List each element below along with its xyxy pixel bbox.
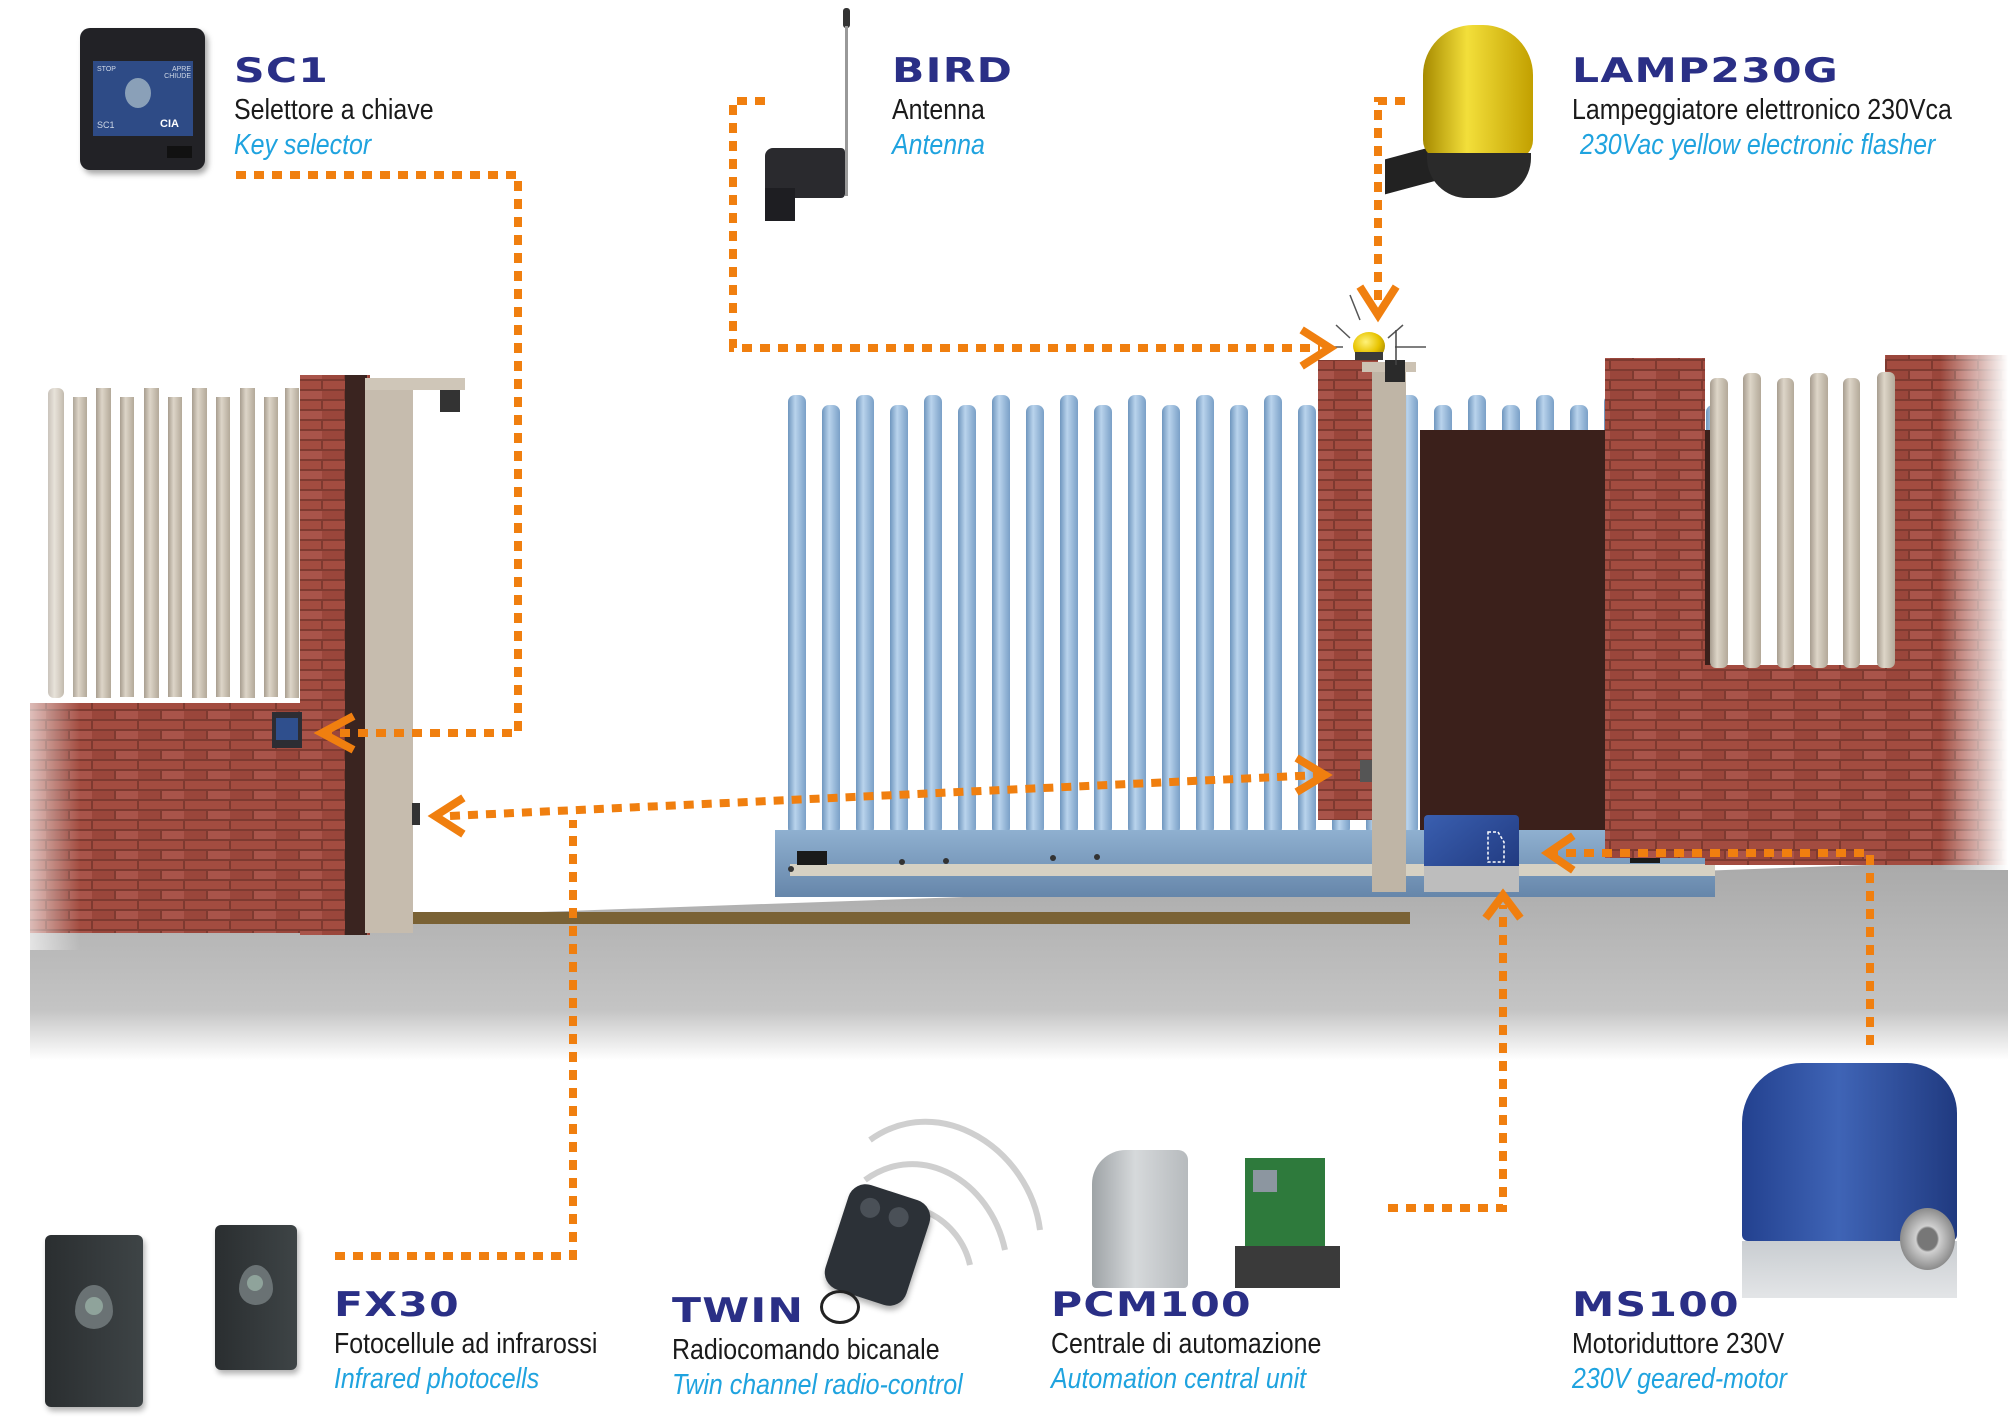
component-pcm100: PCM100 Centrale di automazione Automatio…	[1051, 1288, 1365, 1394]
gate-bar	[1298, 405, 1316, 835]
device-label-stop: STOP	[97, 66, 116, 73]
model-name: PCM100	[1051, 1285, 1252, 1325]
italian-name: Fotocellule ad infrarossi	[334, 1328, 598, 1360]
model-name: SC1	[234, 51, 330, 91]
english-name: Twin channel radio-control	[672, 1369, 963, 1401]
motor-on-rail	[1424, 815, 1519, 892]
italian-name: Selettore a chiave	[234, 94, 434, 126]
component-ms100: MS100 Motoriduttore 230V 230V geared-mot…	[1572, 1288, 1822, 1394]
gate-bar	[1264, 395, 1282, 835]
english-name: Automation central unit	[1051, 1363, 1307, 1395]
gate-bar	[1196, 395, 1214, 835]
model-name: TWIN	[672, 1291, 805, 1331]
antenna-icon	[765, 8, 875, 221]
italian-name: Radiocomando bicanale	[672, 1334, 940, 1366]
circuit-board-icon	[1235, 1158, 1340, 1288]
model-name: MS100	[1572, 1285, 1740, 1325]
flasher-lamp-icon	[1385, 25, 1570, 210]
english-name: Antenna	[892, 129, 985, 161]
gate-bar	[1094, 405, 1112, 835]
gate-bar	[1230, 405, 1248, 835]
gate-bar	[822, 405, 840, 835]
gate-bar	[856, 395, 874, 835]
control-unit-icon	[1092, 1150, 1188, 1288]
left-wall	[0, 370, 370, 950]
component-bird: BIRD Antenna Antenna	[892, 54, 1012, 161]
italian-name: Motoriduttore 230V	[1572, 1328, 1785, 1360]
key-selector-icon: STOP APRE CHIUDE SC1 CIA	[80, 28, 205, 170]
italian-name: Antenna	[892, 94, 985, 126]
gate-bar	[1026, 405, 1044, 835]
gate-bar	[924, 395, 942, 835]
left-post	[365, 378, 465, 933]
right-wall	[1318, 350, 2008, 870]
italian-name: Centrale di automazione	[1051, 1328, 1322, 1360]
model-name: FX30	[334, 1285, 460, 1325]
key-selector-on-wall	[272, 712, 302, 748]
gate-bar	[1128, 395, 1146, 835]
model-name: LAMP230G	[1572, 51, 1840, 91]
english-name: 230Vac yellow electronic flasher	[1580, 129, 1936, 161]
gate-bar	[788, 395, 806, 835]
component-fx30: FX30 Fotocellule ad infrarossi Infrared …	[334, 1288, 640, 1394]
component-twin: TWIN Radiocomando bicanale Twin channel …	[672, 1294, 1010, 1400]
gate-bar	[1060, 395, 1078, 835]
gate-bar	[1162, 405, 1180, 835]
connector-lines	[236, 97, 1874, 1260]
gate-bar	[890, 405, 908, 835]
device-label-code: SC1	[97, 120, 115, 130]
component-sc1: SC1 Selettore a chiave Key selector	[234, 54, 466, 160]
model-name: BIRD	[892, 51, 1014, 91]
english-name: Key selector	[234, 129, 372, 161]
device-label-open-close: APRE CHIUDE	[164, 66, 191, 80]
gate-track	[410, 912, 1410, 924]
keyring-loop	[820, 1290, 860, 1324]
italian-name: Lampeggiatore elettronico 230Vca	[1572, 94, 1952, 126]
photocell-icon	[215, 1225, 297, 1370]
device-brand: CIA	[160, 118, 179, 130]
english-name: Infrared photocells	[334, 1363, 540, 1395]
geared-motor-icon	[1742, 1063, 1957, 1298]
connector-arrowheads	[313, 284, 1576, 921]
photocell-icon	[45, 1235, 143, 1407]
component-lamp230g: LAMP230G Lampeggiatore elettronico 230Vc…	[1572, 54, 2008, 160]
gate-bar	[958, 405, 976, 835]
gate-post	[1360, 360, 1416, 892]
english-name: 230V geared-motor	[1572, 1363, 1787, 1395]
gate-bar	[992, 395, 1010, 835]
